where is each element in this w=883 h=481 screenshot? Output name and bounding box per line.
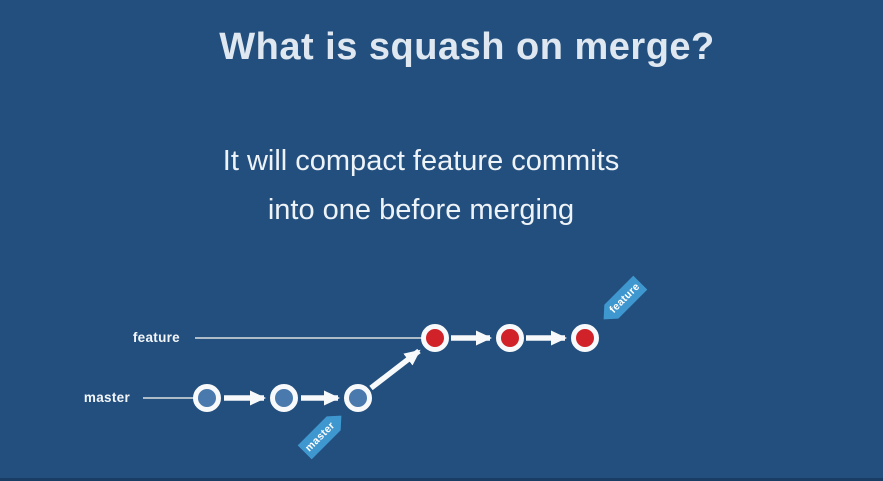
subtitle: It will compact feature commits into one… xyxy=(223,137,619,235)
commit-node-feature-1 xyxy=(421,324,449,352)
arrow-master-to-feature xyxy=(369,348,421,391)
branch-label-feature: feature xyxy=(132,330,180,345)
commit-node-master-2 xyxy=(270,384,298,412)
bottom-edge-shadow xyxy=(0,478,883,481)
subtitle-line-1: It will compact feature commits xyxy=(222,145,620,177)
commit-node-feature-3 xyxy=(571,324,599,352)
subtitle-line-2: into one before merging xyxy=(267,194,575,226)
commit-node-feature-2 xyxy=(496,324,524,352)
branch-label-master: master xyxy=(83,390,130,405)
commit-node-master-1 xyxy=(193,384,221,412)
commit-node-master-3 xyxy=(344,384,372,412)
page-title: What is squash on merge? xyxy=(219,26,715,68)
